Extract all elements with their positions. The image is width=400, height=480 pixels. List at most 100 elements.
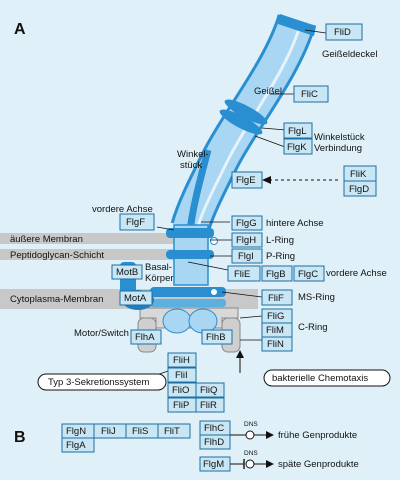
flgc-text: FlgC [298, 269, 318, 280]
flhb-box [201, 329, 233, 345]
dns2-arrow-head [266, 460, 274, 468]
flic-box [293, 85, 329, 103]
peptidoglycan-label: Peptidoglycan-Schicht [10, 250, 104, 261]
flgi-text: FlgI [238, 251, 254, 262]
dns2-label: DNS [244, 450, 258, 457]
p-ring-label: P-Ring [266, 251, 295, 262]
fruehe-label: frühe Genprodukte [278, 430, 357, 441]
leader-lines [156, 29, 327, 341]
flgd-box [343, 180, 377, 197]
chemotaxis-arrow-head [236, 350, 244, 358]
flgh-text: FlgH [236, 235, 256, 246]
ms-ring-label: MS-Ring [298, 292, 335, 303]
fliq-text: FliQ [200, 385, 217, 396]
aeussere-membran-label: äußere Membran [10, 234, 83, 245]
flik-text: FliK [350, 169, 367, 180]
rod-dot-2 [210, 288, 218, 296]
mota-box [119, 290, 153, 306]
flge-box [231, 171, 263, 189]
flgb-box [261, 265, 293, 282]
dns1-arrow-head [266, 431, 274, 439]
flii-text: FliI [175, 370, 188, 381]
fliq-box [195, 382, 225, 398]
winkelstueck-line2: stück [180, 160, 202, 171]
flid-box [325, 23, 363, 41]
flgm-text: FlgM [203, 459, 224, 470]
flhc-text: FlhC [204, 423, 224, 434]
flgf-text: FlgF [126, 217, 145, 228]
flgk-text: FlgK [287, 142, 307, 153]
flio-text: FliO [172, 385, 189, 396]
typ3-label: Typ 3-Sekretionssystem [48, 377, 149, 388]
dns2-circle [245, 459, 255, 469]
flgd-text: FlgD [349, 184, 369, 195]
vordere-achse-top-label: vordere Achse [92, 204, 153, 215]
flin-box [261, 336, 293, 352]
flgc-box [293, 265, 325, 282]
flgi-box [231, 248, 263, 264]
flir-box [195, 397, 225, 413]
dns1-label: DNS [244, 421, 258, 428]
filament-highlight [196, 21, 303, 227]
junction-ring-2 [219, 109, 263, 135]
dns1-circle [245, 430, 255, 440]
ms-ring-bottom [150, 299, 226, 307]
winkelstueck-verbindung-line1: Winkelstück [314, 132, 365, 143]
panel-b: FlgN FliJ FliS FliT FlgA FlhC FlhD DNS f… [61, 420, 359, 472]
flii-box [167, 367, 197, 383]
flhd-text: FlhD [204, 437, 224, 448]
ms-ring-top [150, 287, 226, 297]
winkelstueck-verbindung-line2: Verbindung [314, 143, 362, 154]
flie-text: FliE [234, 269, 250, 280]
hintere-achse-label: hintere Achse [266, 218, 324, 229]
panel-a-label: A [14, 21, 26, 38]
motor-switch-label: Motor/Switch [74, 328, 129, 339]
l-ring [166, 228, 214, 238]
typ3-box [37, 373, 167, 391]
c-ring-label: C-Ring [298, 322, 328, 333]
flhd-box [199, 434, 231, 450]
flgb-text: FlgB [266, 269, 286, 280]
flha-box [130, 329, 162, 345]
flgg-text: FlgG [236, 218, 257, 229]
basal-koerper-line1: Basal- [145, 262, 172, 273]
junction-ring-1 [224, 99, 268, 125]
flha-blob [162, 308, 192, 334]
cytoplasma-membran-label: Cytoplasma-Membran [10, 294, 103, 305]
chemotaxis-box [263, 369, 391, 387]
geisseldeckel-label: Geißeldeckel [322, 49, 377, 60]
l-ring-label: L-Ring [266, 235, 294, 246]
flgh-box [231, 232, 263, 248]
outer-membrane-band [0, 233, 178, 244]
spaete-label: späte Genprodukte [278, 459, 359, 470]
flha-text: FlhA [135, 332, 155, 343]
protein-boxes: FliD FliC FlgL FlgK FlgE FliK FlgD FlgF … [111, 23, 377, 413]
flhb-text: FlhB [206, 332, 226, 343]
panel-b-label: B [14, 429, 26, 446]
flih-text: FliH [173, 355, 190, 366]
motb-box [111, 264, 143, 280]
flgg-box [231, 215, 263, 231]
flie-box [227, 265, 261, 282]
flge-text: FlgE [236, 175, 256, 186]
motb-text: MotB [116, 267, 138, 278]
winkelstueck-line1: Winkel- [177, 149, 209, 160]
flgf-box [119, 213, 155, 231]
flga-box [61, 437, 95, 453]
flir-text: FliR [200, 400, 217, 411]
flit-box [157, 423, 191, 439]
p-ring [166, 250, 214, 259]
flgl-box [283, 122, 313, 139]
flin-text: FliN [267, 339, 284, 350]
vordere-achse-right-label: vordere Achse [326, 268, 387, 279]
flga-text: FlgA [66, 440, 86, 451]
flhb-blob [188, 308, 218, 334]
mota-text: MotA [124, 293, 147, 304]
flgl-text: FlgL [288, 126, 306, 137]
flic-text: FliC [301, 89, 318, 100]
flih-box [167, 352, 197, 368]
flig-text: FliG [267, 311, 284, 322]
flif-text: FliF [268, 293, 284, 304]
flij-text: FliJ [101, 426, 116, 437]
